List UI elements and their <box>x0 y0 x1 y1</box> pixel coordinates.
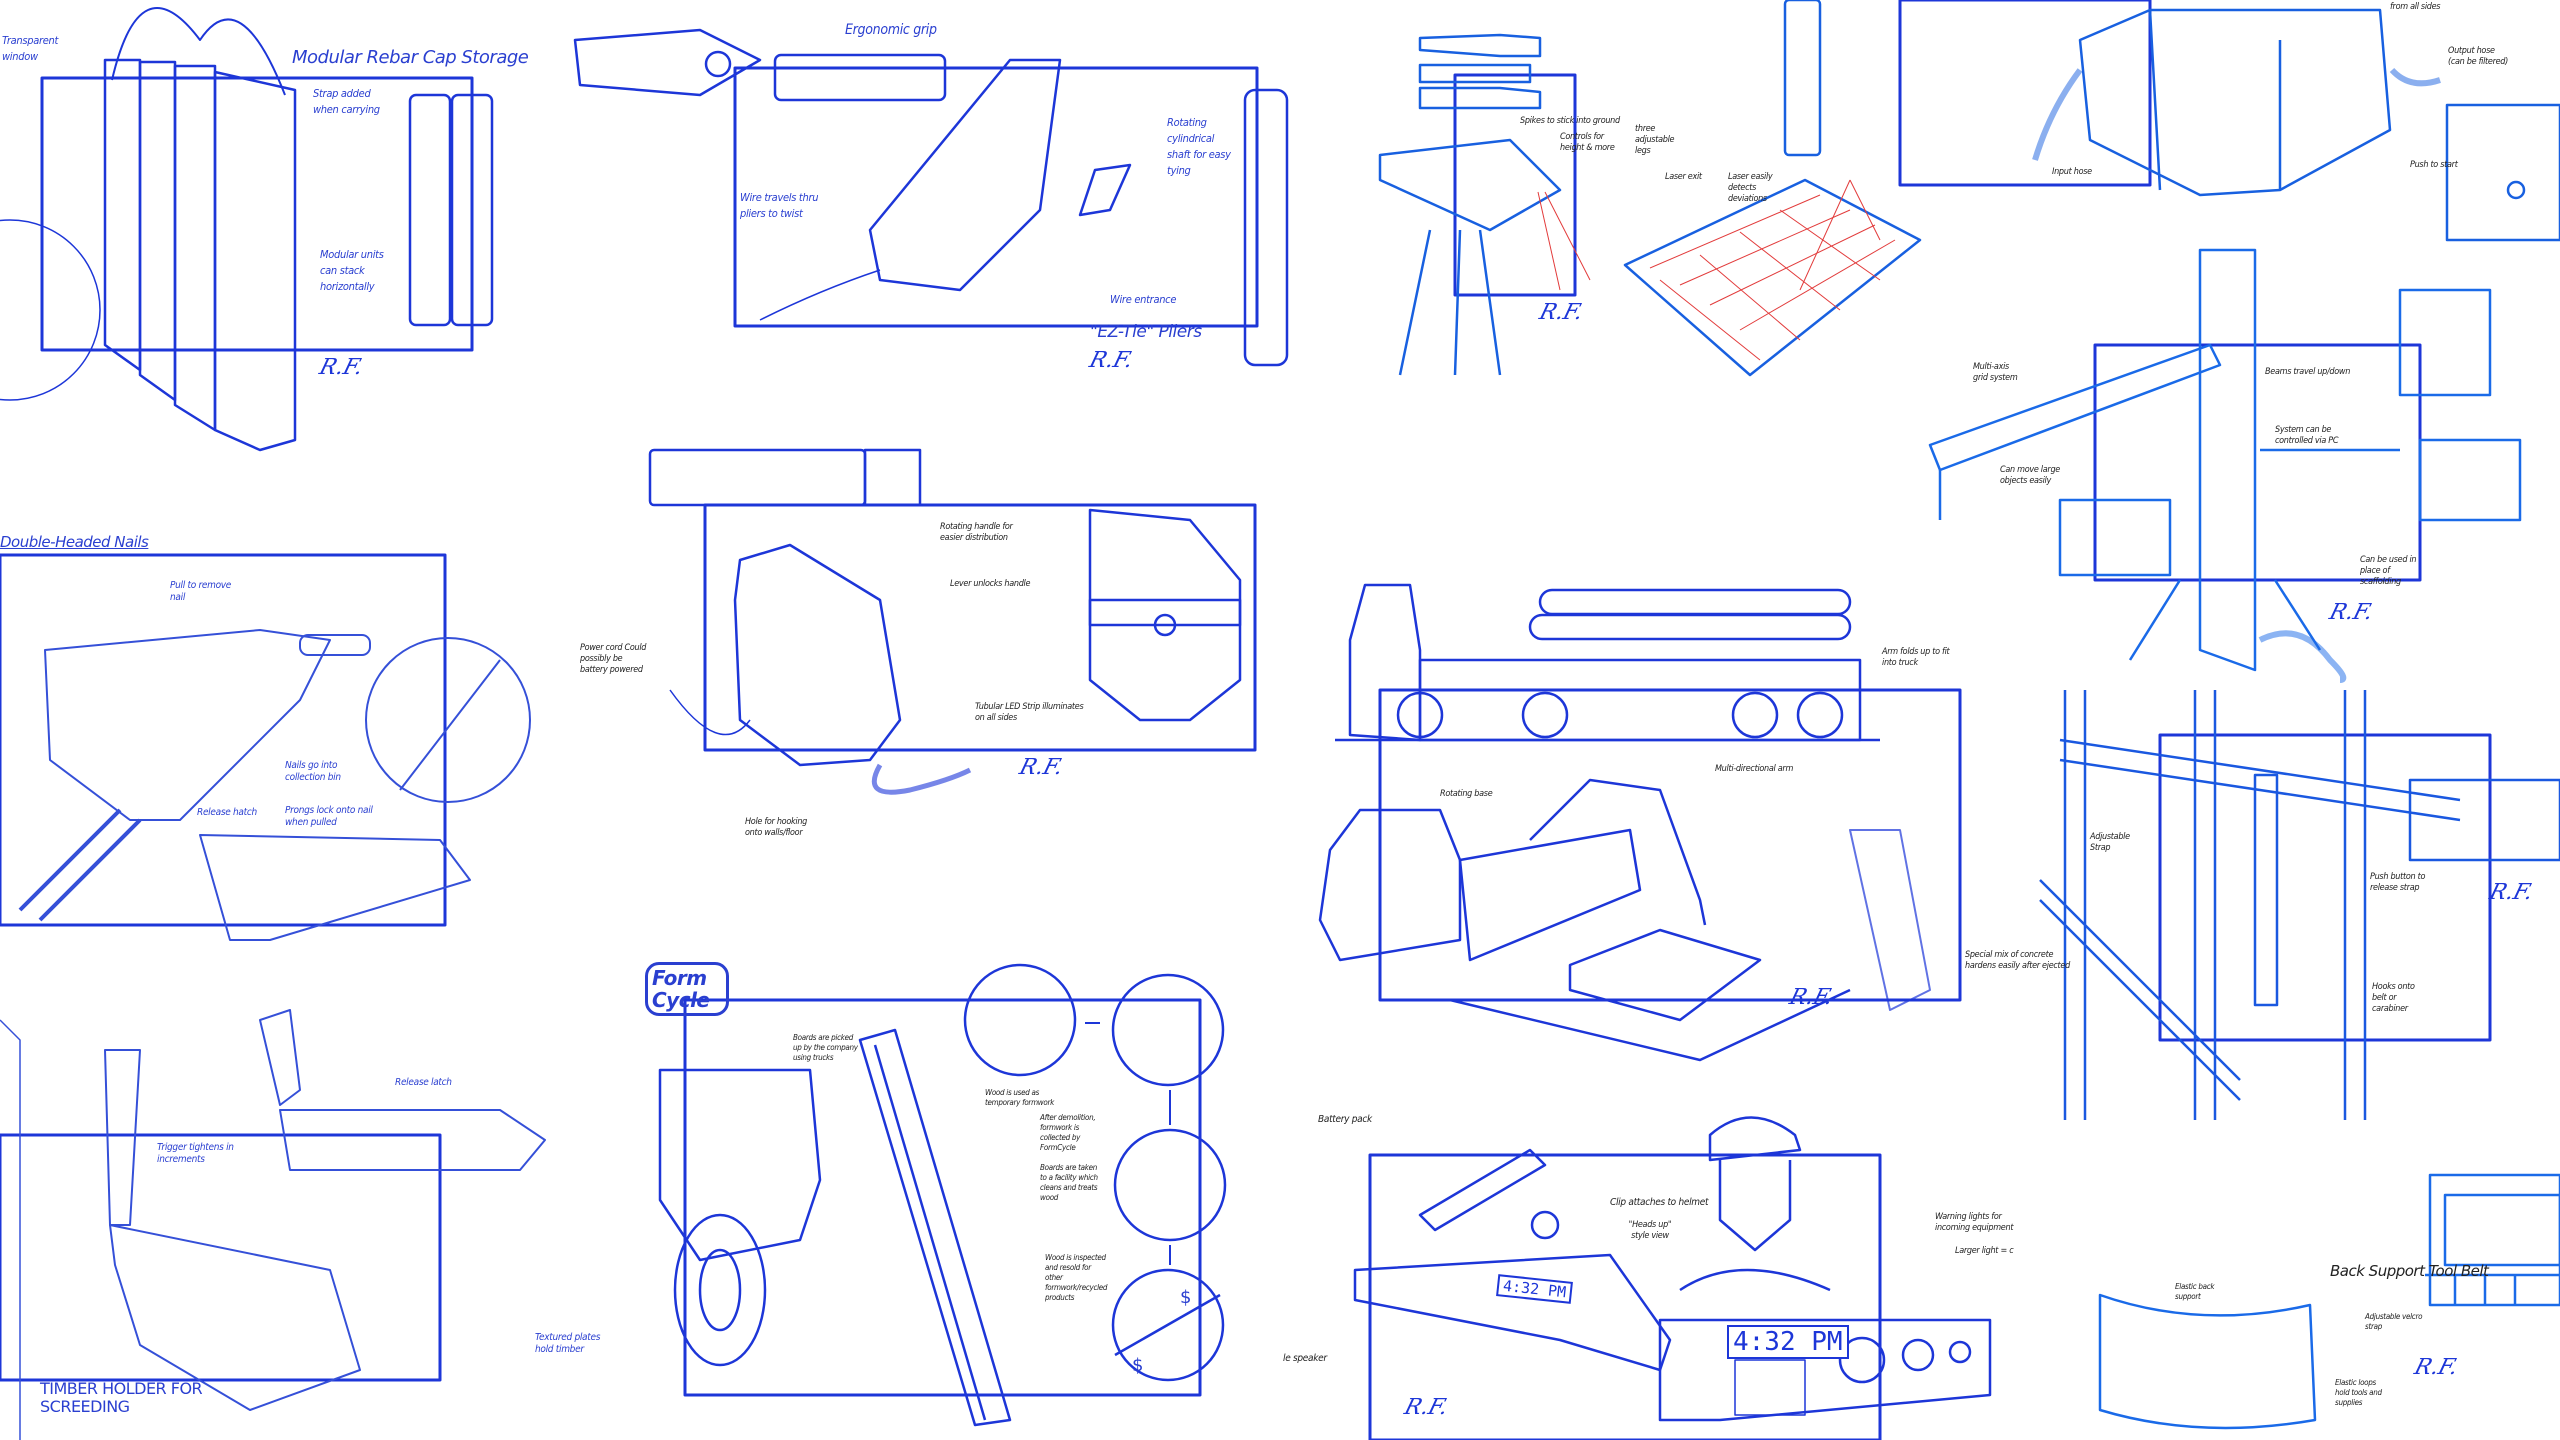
timber-holder-title: TIMBER HOLDER FOR SCREEDING <box>40 1379 203 1416</box>
nails-title: Double-Headed Nails <box>0 533 149 551</box>
artist-signature: R.F. <box>1536 300 1586 325</box>
annotation: Lever unlocks handle <box>950 579 1031 589</box>
annotation: Larger light = c <box>1955 1246 2014 1256</box>
artist-signature: R.F. <box>1086 348 1136 373</box>
annotation: Ergonomic grip <box>845 22 937 38</box>
annotation: Push to start <box>2410 160 2458 170</box>
water-tank-sketch <box>2032 8 2560 242</box>
annotation: Clip attaches to helmet <box>1610 1197 1709 1208</box>
artist-signature: R.F. <box>2326 600 2376 625</box>
nail-puller-sketch <box>18 629 531 941</box>
annotation: Battery pack <box>1318 1114 1372 1125</box>
formcycle-logo: Form Cycle <box>645 962 729 1016</box>
annotation: from all sides <box>2390 2 2441 12</box>
annotation: Controls for height & more <box>1560 132 1615 153</box>
timber-holder-sketch <box>0 1009 546 1440</box>
annotation: Power cord Could possibly be battery pow… <box>580 643 647 675</box>
currency-symbol: $ <box>1132 1355 1143 1376</box>
artist-signature: R.F. <box>2486 880 2536 905</box>
annotation: Boards are picked up by the company usin… <box>793 1033 858 1062</box>
annotation: Elastic loops hold tools and supplies <box>2335 1378 2382 1407</box>
annotation: Strap added when carrying <box>313 87 380 116</box>
annotation: Adjustable Strap <box>2090 832 2130 853</box>
annotation: le speaker <box>1283 1353 1327 1364</box>
annotation: Nails go into collection bin <box>285 760 341 783</box>
annotation: Can move large objects easily <box>2000 465 2060 486</box>
annotation: Push button to release strap <box>2370 872 2426 893</box>
annotation: After demolition, formwork is collected … <box>1040 1113 1096 1152</box>
annotation: Hooks onto belt or carabiner <box>2372 982 2415 1014</box>
annotation: Wire travels thru pliers to twist <box>740 191 819 220</box>
hud-clock-display: 4:32 PM <box>1727 1325 1849 1359</box>
annotation: "Heads up" style view <box>1628 1220 1672 1241</box>
currency-symbol: $ <box>1180 1287 1191 1308</box>
annotation: Release latch <box>395 1077 452 1088</box>
annotation: Wire entrance <box>1110 293 1177 306</box>
annotation: Boards are taken to a facility which cle… <box>1040 1163 1098 1202</box>
annotation: Arm folds up to fit into truck <box>1882 647 1950 668</box>
annotation: Output hose (can be filtered) <box>2448 46 2508 67</box>
artist-signature: R.F. <box>1401 1395 1451 1420</box>
formcycle-sketch <box>658 963 1227 1427</box>
annotation: Warning lights for incoming equipment <box>1935 1212 2014 1233</box>
rebar-storage-title: Modular Rebar Cap Storage <box>292 47 529 68</box>
annotation: three adjustable legs <box>1635 124 1675 156</box>
annotation: Laser exit <box>1665 172 1702 182</box>
annotation: Tubular LED Strip illuminates on all sid… <box>975 702 1084 723</box>
annotation: Pull to remove nail <box>170 580 232 603</box>
annotation: Modular units can stack horizontally <box>320 248 384 293</box>
annotation: Rotating handle for easier distribution <box>940 522 1013 543</box>
annotation: Special mix of concrete hardens easily a… <box>1965 950 2070 971</box>
annotation: Multi-axis grid system <box>1973 362 2018 383</box>
laser-level-sketch <box>1378 0 1922 377</box>
annotation: System can be controlled via PC <box>2275 425 2339 446</box>
pliers-title: "EZ-Tie" Pliers <box>1090 322 1202 342</box>
artist-signature: R.F. <box>1786 985 1836 1010</box>
annotation: Rotating base <box>1440 789 1493 799</box>
annotation: Laser easily detects deviations <box>1728 172 1773 204</box>
annotation: Release hatch <box>197 807 257 818</box>
annotation: Trigger tightens in increments <box>157 1142 234 1165</box>
grid-system-sketch <box>1928 248 2522 683</box>
concrete-truck-sketch <box>1318 583 1931 1062</box>
annotation: Multi-directional arm <box>1715 764 1794 774</box>
artist-signature: R.F. <box>2411 1355 2461 1380</box>
annotation: Rotating cylindrical shaft for easy tyin… <box>1167 116 1231 177</box>
annotation: Textured plates hold timber <box>535 1332 601 1355</box>
annotation: Wood is inspected and resold for other f… <box>1045 1253 1108 1302</box>
annotation: Prongs lock onto nail when pulled <box>285 805 373 828</box>
scaffold-strap-sketch <box>2039 690 2560 1120</box>
annotation: Hole for hooking onto walls/floor <box>745 817 807 838</box>
pliers-sketch <box>573 28 1289 367</box>
helmet-hud-sketch <box>1353 1116 1992 1422</box>
annotation: Input hose <box>2052 167 2092 177</box>
annotation: Elastic back support <box>2175 1282 2215 1301</box>
annotation: Can be used in place of scaffolding <box>2360 555 2417 587</box>
rebar-storage-sketch <box>0 7 494 452</box>
annotation: Wood is used as temporary formwork <box>985 1088 1055 1107</box>
tool-belt-sketch <box>2098 1173 2560 1430</box>
annotation: Transparent window <box>2 34 59 63</box>
annotation: Adjustable velcro strap <box>2365 1312 2423 1331</box>
annotation: Spikes to stick into ground <box>1520 116 1620 126</box>
tool-belt-title: Back Support Tool Belt <box>2330 1262 2489 1280</box>
led-reel-sketch <box>648 448 1242 795</box>
annotation: Beams travel up/down <box>2265 367 2351 377</box>
artist-signature: R.F. <box>316 355 366 380</box>
artist-signature: R.F. <box>1016 755 1066 780</box>
